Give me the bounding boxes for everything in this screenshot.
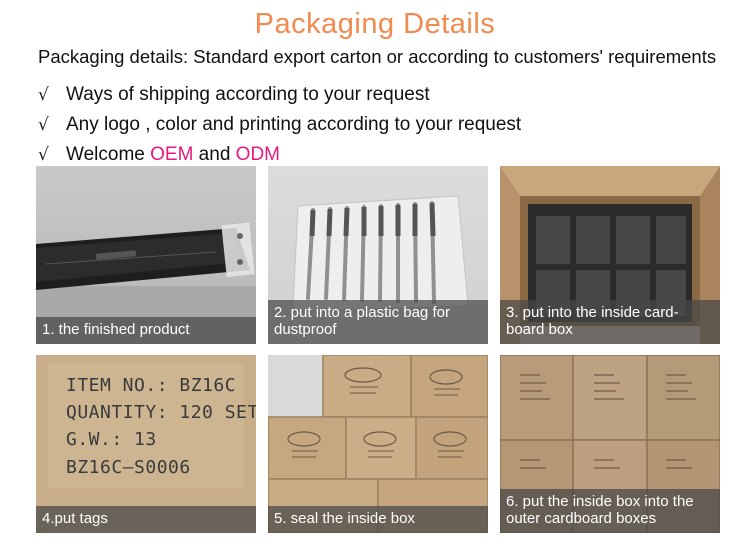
step-photo-finished-product: 1. the finished product xyxy=(36,166,256,344)
feature-text: Ways of shipping according to your reque… xyxy=(66,84,430,105)
step-caption: 3. put into the inside card-board box xyxy=(500,300,720,344)
feature-list: √ Ways of shipping according to your req… xyxy=(38,80,521,170)
tag-code: BZ16C—S0006 xyxy=(66,457,191,478)
tag-item-no: ITEM NO.: BZ16C xyxy=(66,375,237,396)
page-title: Packaging Details xyxy=(254,8,496,40)
step-photo-put-tags: ITEM NO.: BZ16C QUANTITY: 120 SET G.W.: … xyxy=(36,355,256,533)
feature-item: √ Welcome OEM and ODM xyxy=(38,140,521,170)
odm-highlight: ODM xyxy=(235,144,280,165)
step-caption: 2. put into a plastic bag for dustproof xyxy=(268,300,488,344)
plastic-bag-illustration xyxy=(292,195,469,312)
feature-item: √ Ways of shipping according to your req… xyxy=(38,80,521,110)
tag-gross-weight: G.W.: 13 xyxy=(66,429,157,450)
feature-text: Any logo , color and printing according … xyxy=(66,114,522,135)
step-caption: 5. seal the inside box xyxy=(268,506,488,533)
checkmark-icon: √ xyxy=(38,115,49,135)
cardboard-texture xyxy=(36,355,256,533)
packaging-intro: Packaging details: Standard export carto… xyxy=(38,46,717,67)
checkmark-icon: √ xyxy=(38,85,49,105)
feature-item: √ Any logo , color and printing accordin… xyxy=(38,110,521,140)
step-caption: 4.put tags xyxy=(36,506,256,533)
step-photo-inside-box: 3. put into the inside card-board box xyxy=(500,166,720,344)
step-photo-outer-boxes: 6. put the inside box into the outer car… xyxy=(500,355,720,533)
sealed-boxes-illustration xyxy=(268,355,488,533)
checkmark-icon: √ xyxy=(38,145,49,165)
tag-quantity: QUANTITY: 120 SET xyxy=(66,402,256,423)
oem-highlight: OEM xyxy=(150,144,194,165)
step-photo-seal-box: 5. seal the inside box xyxy=(268,355,488,533)
feature-text-prefix: Welcome xyxy=(66,144,151,165)
step-photo-plastic-bag: 2. put into a plastic bag for dustproof xyxy=(268,166,488,344)
feature-text-middle: and xyxy=(193,144,236,165)
step-caption: 1. the finished product xyxy=(36,317,256,344)
step-caption: 6. put the inside box into the outer car… xyxy=(500,489,720,533)
